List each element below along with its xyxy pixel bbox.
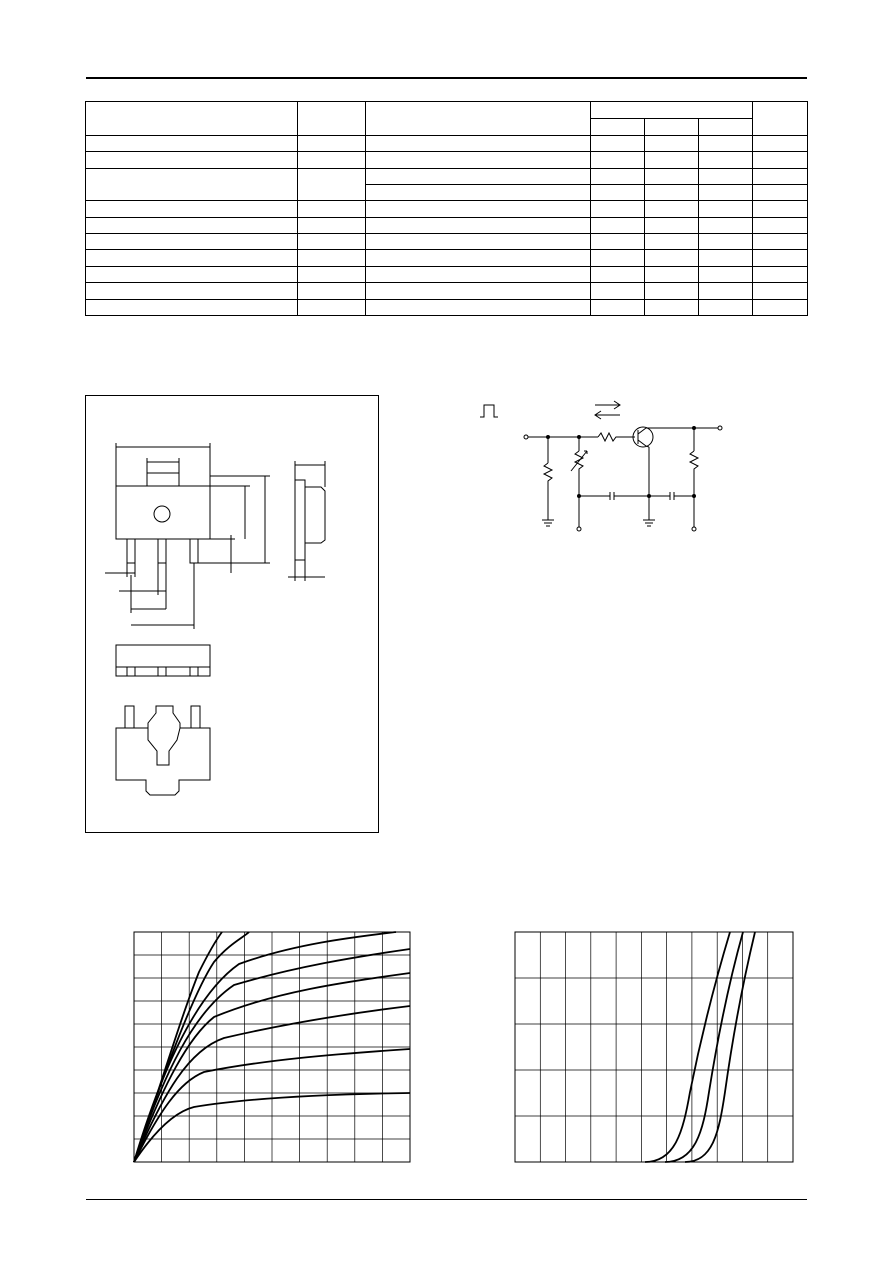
input-pulse-icon bbox=[480, 404, 498, 418]
graph-curve bbox=[133, 972, 411, 1163]
table-header-conditions bbox=[365, 101, 591, 136]
end-view-body bbox=[115, 644, 211, 668]
header-rule bbox=[86, 77, 807, 79]
table-row bbox=[85, 282, 809, 300]
transistor-symbol bbox=[632, 426, 654, 448]
table-row bbox=[85, 134, 809, 153]
package-outline-drawing bbox=[105, 443, 326, 796]
package-tab bbox=[146, 472, 180, 487]
graph-curve bbox=[644, 931, 731, 1163]
graph-grid bbox=[515, 932, 793, 1162]
graph-curve bbox=[133, 1005, 411, 1163]
footprint-pad bbox=[115, 705, 211, 796]
footprint-lead-3 bbox=[190, 705, 201, 729]
table-header-max bbox=[697, 118, 754, 136]
package-body bbox=[115, 485, 211, 540]
graph-curve bbox=[664, 931, 744, 1163]
graph-curve bbox=[133, 1092, 411, 1163]
table-row bbox=[85, 200, 809, 218]
table-header-symbol bbox=[297, 101, 366, 136]
table-header-typ bbox=[644, 118, 699, 136]
base-resistor bbox=[597, 431, 635, 443]
lead-2 bbox=[157, 538, 167, 564]
variable-resistor bbox=[573, 450, 585, 527]
graph-curve bbox=[133, 948, 411, 1163]
footer-rule bbox=[86, 1199, 807, 1200]
lead-3 bbox=[189, 538, 199, 564]
graph-curves bbox=[644, 931, 756, 1163]
graph-grid bbox=[134, 932, 410, 1162]
output-characteristics-graph bbox=[133, 931, 411, 1163]
graph-curve bbox=[133, 931, 223, 1163]
table-row bbox=[85, 167, 809, 202]
table-header-unit bbox=[752, 101, 809, 136]
graph-curve bbox=[684, 931, 756, 1163]
graph-curves bbox=[133, 931, 411, 1163]
table-row bbox=[85, 216, 809, 235]
transfer-characteristics-graph bbox=[514, 931, 794, 1163]
side-view-body bbox=[294, 479, 306, 561]
table-row bbox=[85, 298, 809, 317]
mounting-hole bbox=[153, 505, 171, 523]
reverse-arrows-icon bbox=[594, 400, 621, 420]
footprint-lead-1 bbox=[124, 705, 135, 729]
load-resistor bbox=[688, 450, 700, 527]
table-row bbox=[85, 249, 809, 267]
input-resistor bbox=[542, 462, 554, 520]
table-header-min bbox=[590, 118, 645, 136]
table-row bbox=[85, 233, 809, 251]
switching-test-circuit bbox=[480, 400, 723, 532]
table-header-parameter bbox=[85, 101, 298, 136]
table-row bbox=[85, 265, 809, 284]
graph-curve bbox=[133, 1048, 411, 1163]
table-row bbox=[86, 183, 809, 202]
table-row bbox=[85, 151, 809, 169]
table-header-ratings bbox=[589, 100, 754, 120]
electrical-characteristics-table bbox=[85, 100, 809, 317]
lead-1 bbox=[126, 538, 136, 564]
package-outline-frame bbox=[85, 395, 379, 833]
